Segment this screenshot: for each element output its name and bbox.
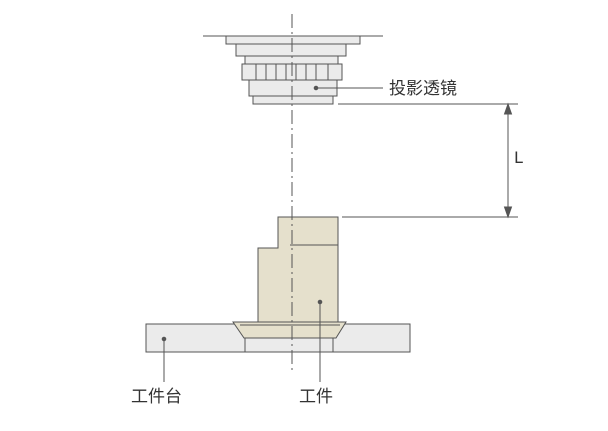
- arrow-down: [503, 206, 513, 219]
- projection-lens: [203, 35, 383, 105]
- workpiece: [232, 216, 347, 339]
- workpiece-chuck: [232, 321, 347, 339]
- projection-lens-label: 投影透镜: [389, 79, 457, 99]
- dimension-L: [338, 102, 518, 219]
- workpiece-label: 工件: [299, 387, 333, 407]
- leaders: [161, 85, 383, 382]
- lens-flange-1: [225, 35, 361, 45]
- arrow-up: [503, 102, 513, 115]
- workpiece-body: [257, 216, 339, 325]
- worktable-label: 工件台: [131, 387, 182, 407]
- distance-label: L: [514, 148, 523, 167]
- lens-tip: [252, 95, 334, 105]
- lens-flange-2: [235, 43, 347, 57]
- knurl-lines: [255, 64, 329, 80]
